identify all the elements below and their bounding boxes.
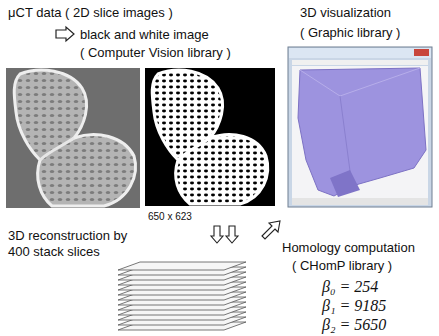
- library-note: ( CHomP library ): [292, 258, 392, 274]
- betti-number: β₀ = 254: [322, 277, 378, 296]
- slice-stack: [118, 262, 246, 330]
- binary-slice: [145, 68, 275, 206]
- library-note: ( Graphic library ): [300, 25, 400, 41]
- betti-number: β₂ = 5650: [322, 315, 386, 334]
- hollow-arrow: [56, 27, 74, 41]
- step-heading: Homology computation: [282, 240, 415, 256]
- hollow-arrow: [226, 226, 238, 243]
- library-note: ( Computer Vision library ): [80, 45, 231, 61]
- betti-number: β₁ = 9185: [322, 296, 386, 315]
- slice-plate: [118, 262, 246, 270]
- dimension-label: 650 x 623: [148, 211, 192, 223]
- hollow-arrow: [211, 226, 223, 243]
- grayscale-slice: [6, 68, 140, 208]
- step-text: 3D reconstruction by 400 stack slices: [8, 228, 143, 259]
- hollow-arrow: [262, 221, 280, 239]
- visualization-screenshot: [288, 47, 432, 207]
- step-heading: 3D visualization: [300, 5, 391, 21]
- step-text: black and white image: [80, 27, 209, 43]
- caption-text: μCT data ( 2D slice images ): [8, 5, 173, 21]
